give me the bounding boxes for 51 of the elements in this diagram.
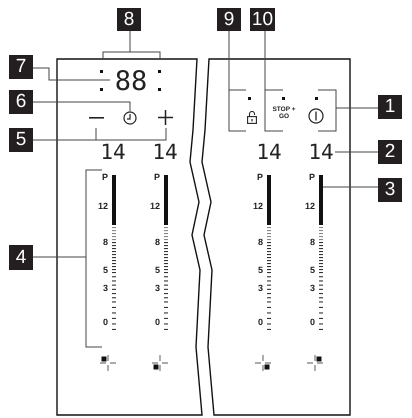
scale-number: 3 — [256, 284, 263, 293]
scale-number: 3 — [308, 284, 315, 293]
scale-number: 5 — [102, 266, 108, 275]
bracket — [96, 128, 166, 140]
scale-number: 12 — [148, 202, 160, 211]
scale-number: 12 — [252, 202, 263, 211]
callout-number: 2 — [378, 140, 402, 164]
scale-number: 3 — [154, 284, 160, 293]
leader-line — [32, 102, 130, 112]
display-digits: 14 — [307, 142, 335, 162]
scale-number: 8 — [154, 238, 160, 247]
leader-line — [32, 256, 86, 258]
callout-number: 7 — [9, 55, 33, 79]
display-digits: 14 — [255, 142, 283, 162]
callout-number: 3 — [378, 178, 402, 202]
callout-number: 10 — [250, 8, 275, 31]
callout-number: 5 — [9, 128, 33, 152]
scale-number: P — [308, 173, 315, 182]
scale-number: 12 — [96, 202, 108, 211]
display-digits: 14 — [151, 142, 179, 162]
callout-number: 8 — [117, 8, 141, 31]
scale-number: 3 — [102, 284, 108, 293]
scale-number: 5 — [154, 266, 160, 275]
scale-number: 5 — [256, 266, 263, 275]
bracket — [102, 52, 160, 60]
scale-number: 0 — [154, 318, 160, 327]
leader-line — [228, 30, 230, 90]
leader-line — [264, 30, 266, 90]
scale-number: 8 — [308, 238, 315, 247]
leader-line — [32, 68, 110, 80]
callout-number: 9 — [217, 8, 241, 31]
scale-number: 8 — [256, 238, 263, 247]
scale-number: 12 — [304, 202, 315, 211]
scale-number: 5 — [308, 266, 315, 275]
scale-number: P — [100, 173, 108, 182]
callout-number: 6 — [9, 90, 33, 114]
scale-number: 0 — [102, 318, 108, 327]
bracket — [318, 90, 336, 132]
power-level-bar — [319, 175, 323, 225]
scale-number: 0 — [256, 318, 263, 327]
timer-icon — [123, 111, 137, 125]
scale-number: 8 — [102, 238, 108, 247]
callout-number: 4 — [9, 245, 33, 270]
callout-number: 1 — [378, 95, 402, 119]
scale-number: 0 — [308, 318, 315, 327]
display-digits: 14 — [99, 142, 127, 162]
scale-number: P — [256, 173, 263, 182]
bracket — [228, 90, 246, 132]
leader-line — [322, 186, 378, 188]
scale-number: P — [152, 173, 160, 182]
display-digits: 88 — [110, 68, 152, 94]
